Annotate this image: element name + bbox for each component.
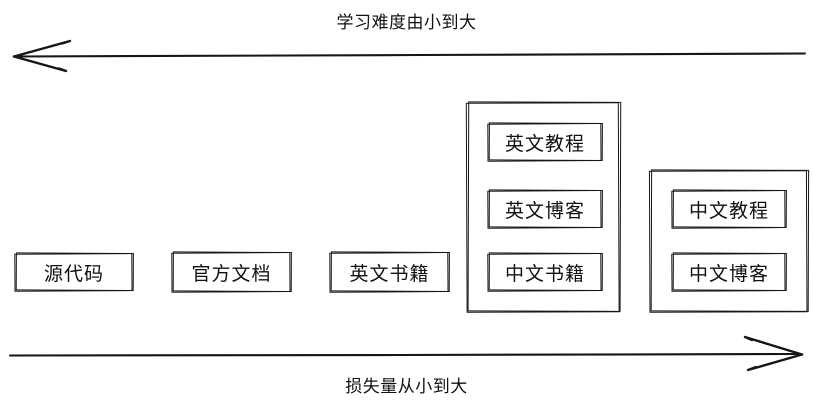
node-source-code[interactable]: 源代码 xyxy=(15,253,133,291)
node-chinese-blog[interactable]: 中文博客 xyxy=(672,253,786,291)
node-label: 官方文档 xyxy=(191,262,272,285)
node-label: 英文博客 xyxy=(504,199,585,222)
node-label: 中文博客 xyxy=(688,262,769,285)
group-chinese-group: 中文教程 中文博客 xyxy=(650,170,808,312)
top-axis-label: 学习难度由小到大 xyxy=(336,13,477,33)
node-official-docs[interactable]: 官方文档 xyxy=(172,252,291,292)
node-label: 中文教程 xyxy=(688,199,769,222)
node-english-books[interactable]: 英文书籍 xyxy=(330,252,449,292)
group-english-group: 英文教程 英文博客 中文书籍 xyxy=(467,102,620,312)
bottom-axis-label: 损失量从小到大 xyxy=(345,377,468,397)
node-chinese-books[interactable]: 中文书籍 xyxy=(488,253,602,291)
node-label: 英文书籍 xyxy=(349,262,430,285)
node-label: 英文教程 xyxy=(504,132,585,155)
node-label: 源代码 xyxy=(43,262,104,285)
node-english-tutorial[interactable]: 英文教程 xyxy=(488,123,602,161)
node-chinese-tutorial[interactable]: 中文教程 xyxy=(672,190,786,228)
node-english-blog[interactable]: 英文博客 xyxy=(488,190,602,228)
node-label: 中文书籍 xyxy=(504,262,585,285)
